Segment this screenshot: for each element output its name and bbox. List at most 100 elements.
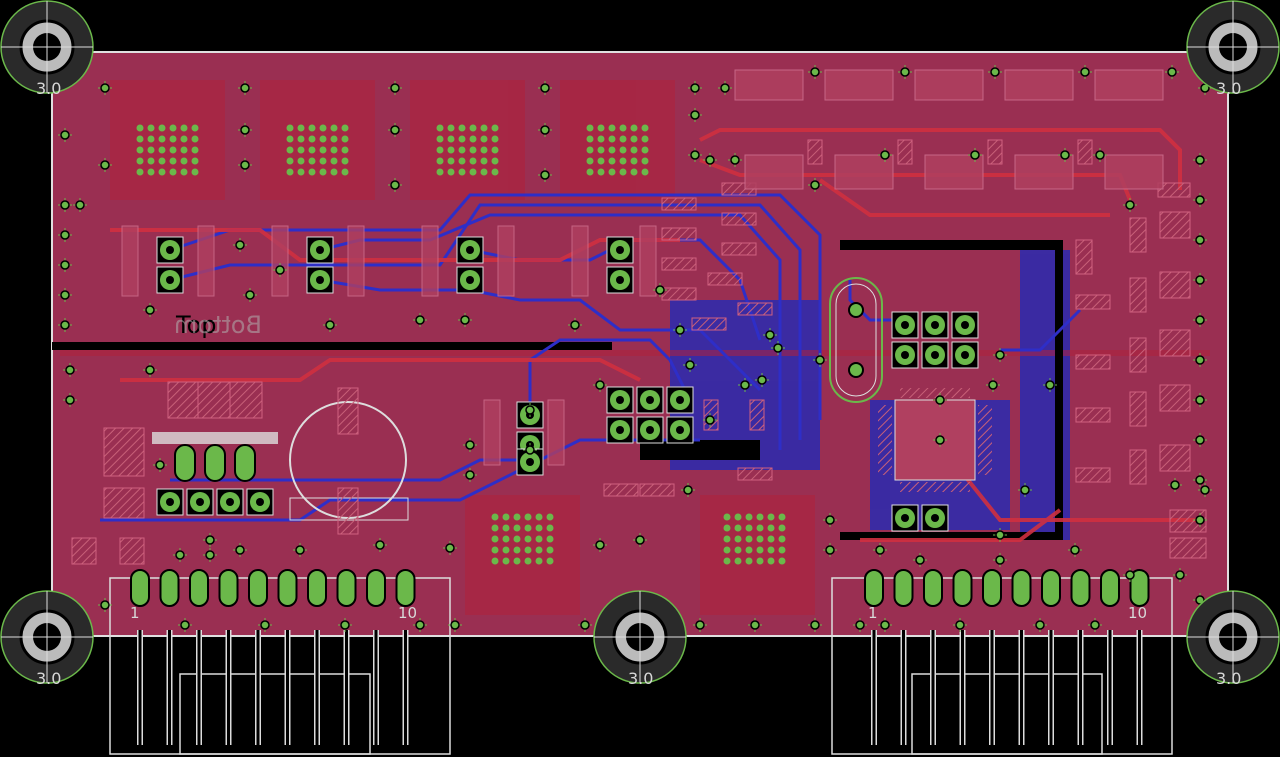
grid-via bbox=[608, 168, 616, 176]
grid-via bbox=[191, 157, 199, 165]
grid-via bbox=[608, 146, 616, 154]
grid-via bbox=[597, 124, 605, 132]
grid-via bbox=[480, 146, 488, 154]
hole-label-tl: 3.0 bbox=[36, 79, 61, 98]
grid-via bbox=[480, 135, 488, 143]
grid-via bbox=[136, 124, 144, 132]
grid-via bbox=[491, 535, 499, 543]
grid-via bbox=[158, 135, 166, 143]
grid-via bbox=[756, 557, 764, 565]
grid-via bbox=[502, 546, 510, 554]
grid-via bbox=[147, 135, 155, 143]
grid-via bbox=[180, 157, 188, 165]
grid-via bbox=[158, 124, 166, 132]
grid-via bbox=[546, 557, 554, 565]
grid-via bbox=[136, 157, 144, 165]
conn-right-pin10-label: 10 bbox=[1128, 604, 1147, 622]
grid-via bbox=[480, 124, 488, 132]
grid-via bbox=[180, 135, 188, 143]
grid-via bbox=[745, 535, 753, 543]
grid-via bbox=[513, 557, 521, 565]
grid-via bbox=[136, 135, 144, 143]
grid-via bbox=[619, 135, 627, 143]
grid-via bbox=[608, 124, 616, 132]
grid-via bbox=[778, 557, 786, 565]
grid-via bbox=[180, 146, 188, 154]
grid-via bbox=[756, 524, 764, 532]
grid-via bbox=[330, 146, 338, 154]
grid-via bbox=[319, 157, 327, 165]
grid-via bbox=[619, 146, 627, 154]
connector-right bbox=[831, 577, 1173, 755]
grid-via bbox=[180, 124, 188, 132]
grid-via bbox=[308, 146, 316, 154]
grid-via bbox=[491, 513, 499, 521]
grid-via bbox=[436, 135, 444, 143]
grid-via bbox=[586, 168, 594, 176]
grid-via bbox=[147, 157, 155, 165]
grid-via bbox=[513, 535, 521, 543]
grid-via bbox=[191, 168, 199, 176]
grid-via bbox=[723, 524, 731, 532]
top-copper-pours bbox=[60, 80, 1210, 615]
grid-via bbox=[491, 546, 499, 554]
via-icon bbox=[58, 65, 1212, 632]
grid-via bbox=[502, 524, 510, 532]
grid-via bbox=[180, 168, 188, 176]
grid-via bbox=[297, 157, 305, 165]
grid-via bbox=[630, 157, 638, 165]
grid-via bbox=[586, 146, 594, 154]
grid-via bbox=[319, 135, 327, 143]
grid-via bbox=[308, 157, 316, 165]
grid-via bbox=[513, 524, 521, 532]
grid-via bbox=[341, 146, 349, 154]
grid-via bbox=[297, 168, 305, 176]
grid-via bbox=[619, 124, 627, 132]
grid-via bbox=[147, 124, 155, 132]
grid-via bbox=[319, 168, 327, 176]
grid-via bbox=[535, 557, 543, 565]
grid-via bbox=[308, 135, 316, 143]
grid-via bbox=[191, 146, 199, 154]
grid-via bbox=[546, 513, 554, 521]
grid-via bbox=[330, 168, 338, 176]
grid-via bbox=[436, 146, 444, 154]
grid-via bbox=[778, 535, 786, 543]
grid-via bbox=[524, 557, 532, 565]
grid-via bbox=[491, 524, 499, 532]
conn-right-pin1-label: 1 bbox=[868, 604, 878, 622]
grid-via bbox=[491, 124, 499, 132]
grid-via bbox=[330, 124, 338, 132]
grid-via bbox=[147, 168, 155, 176]
grid-via bbox=[436, 157, 444, 165]
grid-via bbox=[745, 513, 753, 521]
grid-via bbox=[458, 168, 466, 176]
grid-via bbox=[524, 524, 532, 532]
grid-via bbox=[745, 524, 753, 532]
grid-via bbox=[469, 124, 477, 132]
grid-via bbox=[734, 513, 742, 521]
mounting-hole-icon bbox=[0, 0, 1280, 684]
grid-via bbox=[341, 168, 349, 176]
grid-via bbox=[767, 535, 775, 543]
grid-via bbox=[319, 146, 327, 154]
grid-via bbox=[513, 513, 521, 521]
grid-via bbox=[447, 168, 455, 176]
grid-via bbox=[524, 535, 532, 543]
grid-via bbox=[491, 157, 499, 165]
grid-via bbox=[535, 524, 543, 532]
grid-via bbox=[734, 557, 742, 565]
grid-via bbox=[136, 168, 144, 176]
grid-via bbox=[191, 124, 199, 132]
grid-via bbox=[597, 157, 605, 165]
grid-via bbox=[723, 535, 731, 543]
grid-via bbox=[286, 135, 294, 143]
grid-via bbox=[169, 168, 177, 176]
grid-via bbox=[341, 135, 349, 143]
grid-via bbox=[319, 124, 327, 132]
grid-via bbox=[745, 557, 753, 565]
grid-via bbox=[436, 168, 444, 176]
grid-via bbox=[524, 513, 532, 521]
grid-via bbox=[630, 124, 638, 132]
